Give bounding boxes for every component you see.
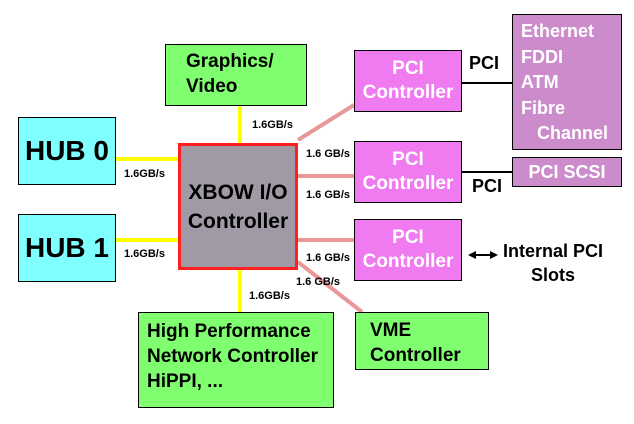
bandwidth-hub1: 1.6GB/s bbox=[124, 248, 165, 260]
pci-controller-2-line1: PCI bbox=[392, 149, 424, 170]
graphics-video-box: Graphics/ Video bbox=[165, 44, 307, 106]
graphics-label-line1: Graphics/ bbox=[186, 51, 274, 72]
device-channel: Channel bbox=[537, 123, 609, 143]
graphics-label-line2: Video bbox=[186, 76, 238, 97]
device-ethernet: Ethernet bbox=[521, 21, 595, 41]
internal-slots-line2: Slots bbox=[531, 265, 576, 285]
device-atm: ATM bbox=[521, 72, 559, 92]
pci-scsi-label: PCI SCSI bbox=[528, 161, 606, 182]
hub-1-box: HUB 1 bbox=[18, 214, 116, 282]
internal-slots-line1: Internal PCI bbox=[503, 241, 604, 261]
vme-label-line1: VME bbox=[370, 320, 412, 341]
bandwidth-pci2b: 1.6 GB/s bbox=[306, 189, 351, 201]
bandwidth-vme: 1.6 GB/s bbox=[296, 276, 341, 288]
hub-0-box: HUB 0 bbox=[18, 117, 116, 185]
device-fibre: Fibre bbox=[521, 97, 566, 118]
network-devices-box: Ethernet FDDI ATM Fibre Channel bbox=[512, 14, 622, 150]
arrow-left-head bbox=[468, 251, 476, 259]
network-controller-box: High Performance Network Controller HiPP… bbox=[138, 312, 334, 408]
pci-bus-label-top: PCI bbox=[469, 53, 500, 73]
bandwidth-graphics: 1.6GB/s bbox=[252, 119, 293, 131]
arrow-right-head bbox=[490, 251, 498, 259]
internal-pci-slots-label: Internal PCI Slots bbox=[503, 239, 603, 287]
bandwidth-pci3: 1.6 GB/s bbox=[306, 252, 351, 264]
xbow-label-line2: Controller bbox=[187, 209, 289, 233]
pci-bus-label-mid: PCI bbox=[472, 176, 503, 196]
hub-1-label: HUB 1 bbox=[24, 232, 109, 263]
pci-controller-1-line2: Controller bbox=[362, 82, 454, 103]
pci-controller-1: PCI Controller bbox=[354, 50, 462, 112]
bandwidth-hub0: 1.6GB/s bbox=[124, 168, 165, 180]
pci-controller-3-line1: PCI bbox=[392, 227, 424, 248]
device-fddi: FDDI bbox=[521, 46, 563, 67]
xbow-io-controller: XBOW I/O Controller bbox=[178, 143, 298, 270]
pci-controller-2: PCI Controller bbox=[354, 141, 462, 203]
pci-scsi-box: PCI SCSI bbox=[512, 157, 622, 187]
link-xbow-vme bbox=[296, 260, 364, 314]
bandwidth-pci1: 1.6 GB/s bbox=[306, 148, 351, 160]
pci-controller-2-line2: Controller bbox=[362, 173, 454, 194]
xbow-label-line1: XBOW I/O bbox=[188, 180, 288, 204]
hub-0-label: HUB 0 bbox=[24, 135, 109, 166]
pci-controller-3-line2: Controller bbox=[362, 251, 454, 272]
network-label-line1: High Performance bbox=[147, 321, 311, 342]
bandwidth-network: 1.6GB/s bbox=[249, 290, 290, 302]
vme-controller-box: VME Controller bbox=[355, 312, 489, 370]
network-label-line2: Network Controller bbox=[147, 346, 319, 367]
network-label-line3: HiPPI, ... bbox=[147, 371, 224, 392]
pci-controller-1-line1: PCI bbox=[392, 58, 424, 79]
link-xbow-pci1 bbox=[296, 103, 356, 142]
vme-label-line2: Controller bbox=[370, 345, 461, 366]
pci-controller-3: PCI Controller bbox=[354, 219, 462, 281]
